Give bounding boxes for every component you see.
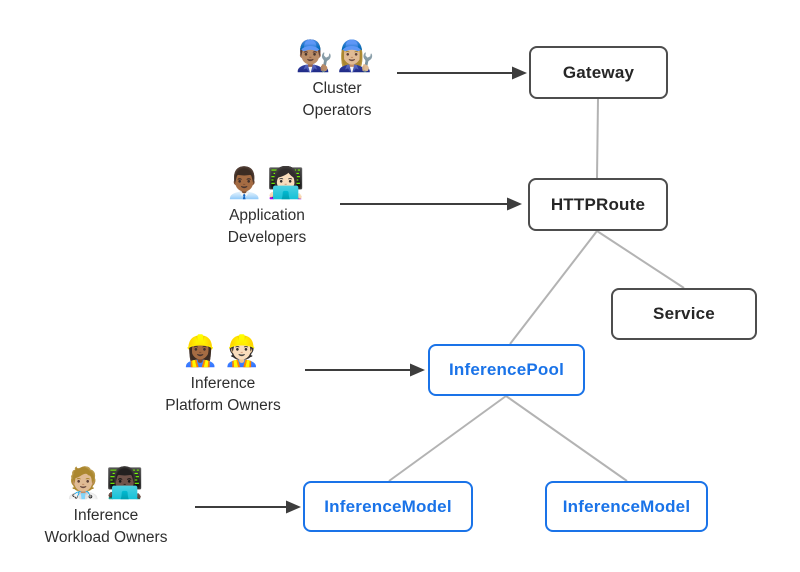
node-inferencemodel-right: InferenceModel (545, 481, 708, 532)
actor-label: Platform Owners (165, 397, 281, 414)
inference-workload-owners-emoji: 🧑🏼‍⚕️👨🏿‍💻 (64, 467, 148, 500)
actor-inference-platform-owners: 👷🏾‍♀️👷🏻 Inference Platform Owners (133, 331, 313, 417)
arrow-inference-workload-owners-inferencemodel (195, 500, 301, 514)
actor-label: Operators (302, 102, 372, 119)
node-inferencemodel-left-label: InferenceModel (324, 496, 452, 516)
actor-label: Inference (73, 507, 139, 524)
actor-label: Application (229, 207, 305, 224)
node-service: Service (611, 288, 757, 340)
edge-inferencepool-inferencemodel-left (388, 395, 507, 482)
arrow-inference-platform-owners-inferencepool (305, 363, 425, 377)
actor-label: Inference (190, 375, 256, 392)
cluster-operators-emoji: 👨🏽‍🔧👩🏼‍🔧 (295, 40, 379, 73)
edge-httproute-inferencepool (509, 230, 598, 345)
actor-label: Workload Owners (44, 529, 168, 546)
application-developers-emoji: 👨🏾‍💼👩🏻‍💻 (225, 167, 309, 200)
inference-platform-owners-emoji: 👷🏾‍♀️👷🏻 (181, 335, 265, 368)
node-gateway-label: Gateway (562, 62, 635, 82)
node-httproute: HTTPRoute (528, 178, 668, 231)
node-inferencepool-label: InferencePool (448, 360, 565, 379)
node-inferencemodel-right-label: InferenceModel (562, 496, 691, 516)
actor-application-developers: 👨🏾‍💼👩🏻‍💻 Application Developers (187, 163, 347, 249)
node-httproute-label: HTTPRoute (550, 194, 646, 214)
node-inferencepool: InferencePool (428, 344, 585, 396)
node-service-label: Service (653, 304, 715, 323)
node-inferencemodel-left: InferenceModel (303, 481, 473, 532)
edge-httproute-service (596, 230, 685, 289)
arrow-application-developers-httproute (340, 197, 522, 211)
node-gateway: Gateway (529, 46, 668, 99)
arrow-cluster-operators-gateway (397, 66, 527, 80)
edge-inferencepool-inferencemodel-right (505, 395, 628, 482)
actor-label: Developers (227, 229, 307, 246)
edge-gateway-httproute (596, 98, 599, 179)
actor-inference-workload-owners: 🧑🏼‍⚕️👨🏿‍💻 Inference Workload Owners (16, 463, 196, 549)
actor-label: Cluster (312, 80, 362, 97)
actor-cluster-operators: 👨🏽‍🔧👩🏼‍🔧 Cluster Operators (257, 36, 417, 122)
